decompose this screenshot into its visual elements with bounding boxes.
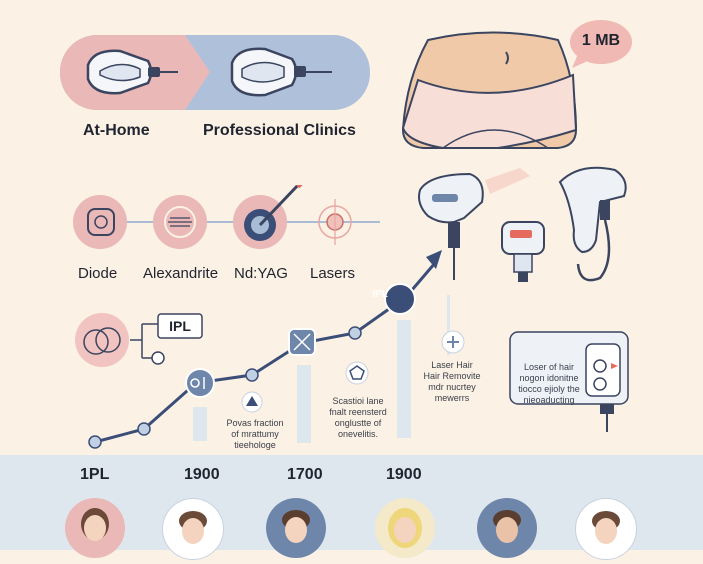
diode-icon [73, 195, 127, 249]
avatar-4 [375, 498, 435, 558]
timeline-year-4: 1900 [386, 466, 422, 483]
handpieces-graphic [418, 166, 627, 282]
laser-label-alexandrite: Alexandrite [143, 265, 219, 282]
timeline-note-3: Laser Hair Hair Removite mdr nucrtey mew… [423, 360, 481, 403]
ipl-box-label: IPL [169, 318, 191, 334]
person-icon [282, 510, 310, 543]
person-icon [592, 511, 620, 544]
large-handpiece-icon [418, 168, 530, 280]
nd-yag-icon [233, 175, 307, 249]
triangle-icon [241, 391, 263, 413]
ipl-diagram: IPL [72, 310, 207, 370]
ipl-diagram-graphic [75, 313, 203, 367]
avatar-5 [477, 498, 537, 558]
avatar-3 [266, 498, 326, 558]
timeline-node-1900 [185, 368, 215, 398]
avatar-6 [575, 498, 637, 560]
alexandrite-icon [153, 195, 207, 249]
timeline-bar [297, 365, 311, 443]
timeline-node-ipl-label: IPL [372, 289, 388, 300]
timeline-bar [193, 407, 207, 441]
person-icon [81, 508, 109, 541]
timeline-note-2: Scastioi lane fnalt reensterd onglustte … [329, 396, 387, 439]
comparison-pill-graphic [60, 35, 370, 110]
avatar-1 [65, 498, 125, 558]
timeline-year-2: 1900 [184, 466, 220, 483]
file-size-label: 1 MB [581, 32, 621, 49]
laser-label-diode: Diode [78, 265, 118, 282]
timeline-node-ipl [384, 283, 416, 315]
person-icon [388, 508, 422, 548]
laser-label-nd-yag: Nd:YAG [234, 265, 288, 282]
timeline-bar [447, 295, 450, 355]
speech-bubble-icon [570, 20, 632, 68]
lasers-icon [318, 199, 352, 245]
file-size-badge: 1 MB [568, 18, 634, 70]
device-panel-text: Loser of hair nogon idonitne tiocco ejio… [518, 362, 580, 405]
timeline-point [88, 435, 102, 449]
avatar-2 [162, 498, 224, 560]
person-icon [493, 510, 521, 543]
torso-graphic [401, 31, 578, 149]
laser-types-graphic [73, 175, 380, 249]
laser-label-lasers: Lasers [310, 265, 356, 282]
device-panel: Loser of hair nogon idonitne tiocco ejio… [508, 330, 633, 435]
small-handpiece-icon [501, 221, 545, 282]
arrow-head-icon [426, 250, 442, 269]
torso-illustration [398, 20, 583, 150]
pentagon-icon [345, 361, 369, 385]
timeline-year-3: 1700 [287, 466, 323, 483]
timeline-note-1: Povas fraction of mrattumy tieehologe [226, 418, 284, 450]
timeline-year-1: 1PL [80, 466, 110, 483]
device-panel-graphic [509, 331, 629, 432]
timeline-point [137, 422, 151, 436]
professional-device-icon [230, 47, 332, 97]
person-icon [179, 511, 207, 544]
timeline-node-1700 [288, 328, 316, 356]
timeline-point [348, 326, 362, 340]
at-home-label: At-Home [83, 122, 150, 139]
plus-icon-graphic [441, 330, 465, 354]
plus-icon [441, 330, 465, 354]
timeline-bar [397, 320, 411, 438]
professional-clinics-label: Professional Clinics [203, 122, 356, 139]
timeline-point [245, 368, 259, 382]
at-home-device-icon [86, 49, 178, 95]
cabled-handpiece-icon [558, 166, 627, 282]
laser-handpieces [410, 160, 640, 300]
timeline-graphic [88, 250, 450, 449]
comparison-pill [60, 35, 370, 110]
timeline-chart: IPL [80, 245, 450, 455]
laser-types-row [60, 175, 390, 260]
